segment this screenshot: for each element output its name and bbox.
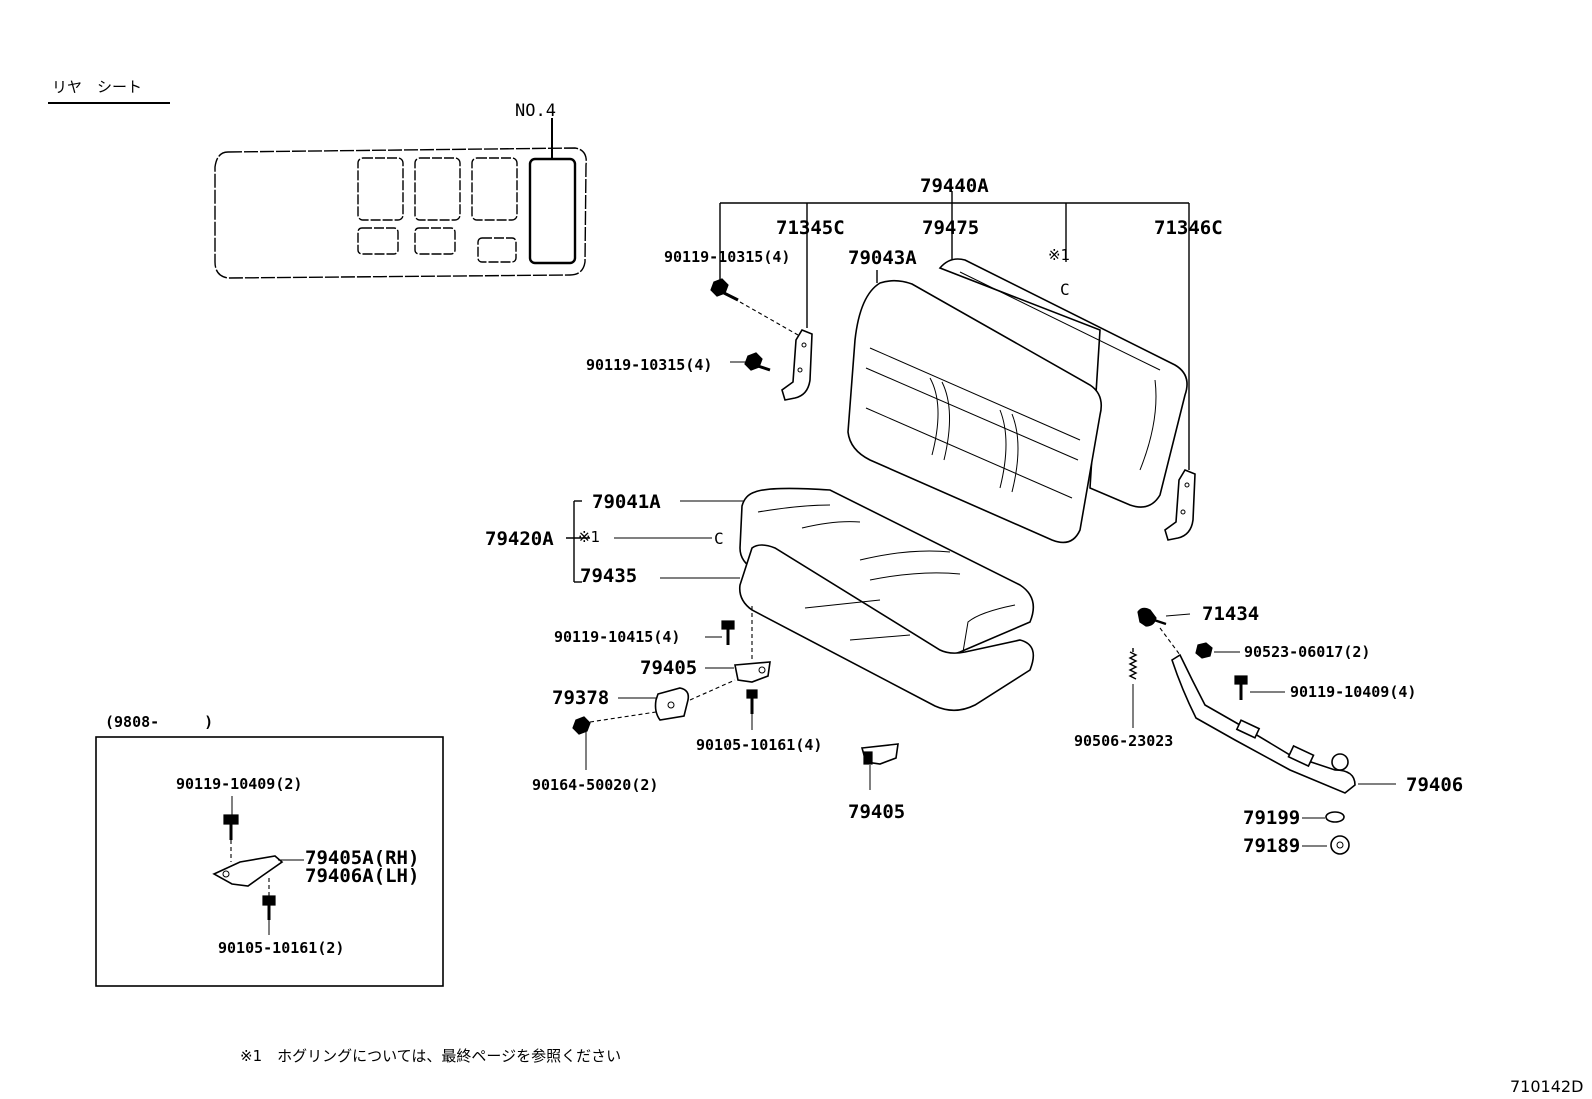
label-79475: 79475 [922,217,979,239]
inset-date-range: (9808- ) [105,713,213,731]
bolt-icon [262,895,276,920]
label-79199: 79199 [1243,807,1300,829]
seat-no4-label: NO.4 [515,101,556,121]
label-nut-90523: 90523-06017(2) [1244,643,1370,661]
release-rod-79406 [1171,653,1356,794]
clip-79199-icon [1325,811,1345,823]
label-79440A: 79440A [920,175,989,197]
label-bolt-90105-10161: 90105-10161(4) [696,736,822,754]
hinge-bracket-right [1164,469,1196,541]
inset-bracket [212,855,284,887]
label-79189: 79189 [1243,835,1300,857]
label-79378: 79378 [552,687,609,709]
seatback-cushion [847,279,1103,544]
bolt-icon [710,278,739,302]
bolt-icon [572,716,591,735]
seat-layout-inset [214,118,587,279]
label-bolt-mid: 90119-10315(4) [586,356,712,374]
diagram-code: 710142D [1510,1077,1583,1096]
label-79405-b: 79405 [848,801,905,823]
hinge-bracket-left [781,329,813,401]
inset-label-lh: 79406A(LH) [305,865,419,887]
seatback-frame [938,258,1188,508]
label-bolt-90119-10409: 90119-10409(4) [1290,683,1416,701]
label-71345C: 71345C [776,217,845,239]
label-79043A: 79043A [848,247,917,269]
bolt-icon [744,352,771,372]
label-bolt-top: 90119-10315(4) [664,248,790,266]
inset-label-bolt-bottom: 90105-10161(2) [218,939,344,957]
label-71346C: 71346C [1154,217,1223,239]
knob-71434-icon [1137,607,1167,627]
label-79405-a: 79405 [640,657,697,679]
cap-79189-icon [1330,835,1350,855]
bracket-79378 [654,687,690,721]
inset-label-bolt-top: 90119-10409(2) [176,775,302,793]
label-79041A: 79041A [592,491,661,513]
inset-bottom-frame [95,736,444,987]
bolt-icon [746,689,758,714]
inset-label-rh: 79405A(RH) [305,847,419,869]
bolt-icon [1234,675,1248,700]
svg-text:C: C [714,529,724,548]
bolt-icon [721,620,735,645]
label-79406: 79406 [1406,774,1463,796]
spring-icon [1128,648,1138,728]
cushion-bracket: C [566,500,744,583]
label-bolt-90119-10415: 90119-10415(4) [554,628,680,646]
label-note1-cushion: ※1 [578,528,600,546]
nut-icon [1195,642,1213,659]
bolt-icon [223,814,239,840]
seat-no4-highlight [528,157,577,265]
label-note1-back: ※1 [1048,246,1070,264]
footer-note: ※1 ホグリングについては、最終ページを参照ください [240,1047,621,1065]
seatback-leaders: C [719,191,1190,470]
label-71434: 71434 [1202,603,1259,625]
section-title: リヤ シート [52,78,142,96]
label-bolt-90164: 90164-50020(2) [532,776,658,794]
seat-cushion-pad [738,544,1035,712]
label-79435: 79435 [580,565,637,587]
label-79420A: 79420A [485,528,554,550]
label-spring-90506: 90506-23023 [1074,732,1173,750]
svg-text:C: C [1060,280,1070,299]
